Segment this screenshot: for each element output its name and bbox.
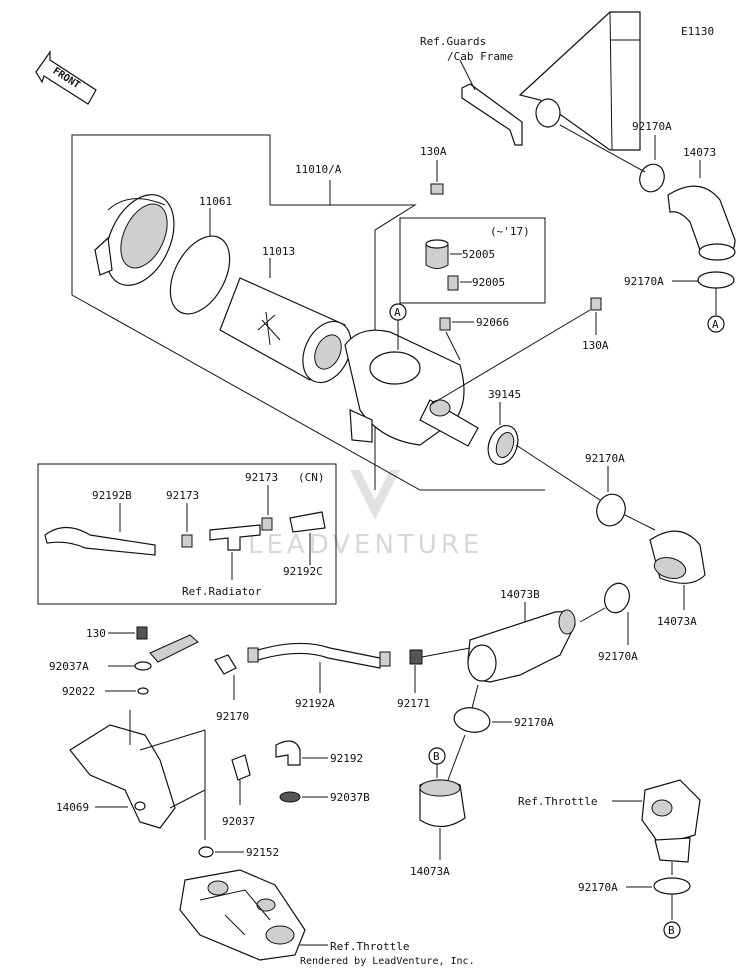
hose-92192c <box>289 511 326 533</box>
callout-14069: 14069 <box>56 801 89 814</box>
cab-frame-bracket <box>459 11 641 151</box>
callout-11061: 11061 <box>199 195 232 208</box>
tee-fitting <box>209 524 261 551</box>
clamp-92170a-2 <box>672 271 735 315</box>
rubber-sleeve-39145 <box>487 425 601 501</box>
clamp-92170a-1 <box>559 124 665 193</box>
throttle-body-right <box>612 779 701 875</box>
part-92005 <box>447 275 459 291</box>
callout-92037a: 92037A <box>49 660 89 673</box>
callout-92152: 92152 <box>246 846 279 859</box>
callout-92192: 92192 <box>330 752 363 765</box>
callout-92171: 92171 <box>397 697 430 710</box>
callout-92022: 92022 <box>62 685 95 698</box>
ref-cab-frame-label: /Cab Frame <box>447 50 513 63</box>
callout-92173-2: 92173 <box>245 471 278 484</box>
duct-14073b <box>467 609 576 683</box>
callout-130: 130 <box>86 627 106 640</box>
washer-92022 <box>105 687 149 695</box>
clamp-92170a-6 <box>626 877 691 920</box>
diagram-code: E1130 <box>681 25 714 38</box>
bolt-130a-right <box>429 297 602 406</box>
svg-text:B: B <box>433 750 440 763</box>
cn-label: (CN) <box>298 471 325 484</box>
clamp-92170 <box>214 654 237 700</box>
svg-text:A: A <box>394 306 401 319</box>
washer-92152 <box>198 846 244 858</box>
callout-14073: 14073 <box>683 146 716 159</box>
ref-radiator-label: Ref.Radiator <box>182 585 262 598</box>
svg-text:A: A <box>712 318 719 331</box>
callout-92170a-3: 92170A <box>585 452 625 465</box>
air-filter-element-11013 <box>219 277 352 384</box>
callout-92037b: 92037B <box>330 791 370 804</box>
duct-14073 <box>667 185 736 261</box>
callout-14073a-1: 14073A <box>657 615 697 628</box>
callout-39145: 39145 <box>488 388 521 401</box>
washer-92037a <box>108 661 152 671</box>
elbow-14073a-1 <box>649 530 706 584</box>
callout-92170: 92170 <box>216 710 249 723</box>
air-cleaner-cap <box>94 194 175 286</box>
callout-92173-1: 92173 <box>166 489 199 502</box>
callout-92192c: 92192C <box>283 565 323 578</box>
clamp-92037 <box>231 754 251 805</box>
callout-92192b: 92192B <box>92 489 132 502</box>
watermark-text: LEADVENTURE <box>248 530 483 560</box>
clamp-92170a-3 <box>596 493 656 531</box>
clip-92171 <box>409 647 471 693</box>
seal-ring-11061 <box>169 235 231 315</box>
boot-14073a-2 <box>419 779 466 828</box>
bolt-130a-top <box>430 160 444 195</box>
callout-52005: 52005 <box>462 248 495 261</box>
callout-14073b: 14073B <box>500 588 540 601</box>
ref-throttle-label-1: Ref.Throttle <box>330 940 409 953</box>
front-arrow-icon: FRONT <box>35 50 97 105</box>
callout-92170a-1: 92170A <box>632 120 672 133</box>
ref-throttle-label-2: Ref.Throttle <box>518 795 597 808</box>
connector-b-left: B <box>428 734 466 781</box>
callout-130a-right: 130A <box>582 339 609 352</box>
throttle-body-lower <box>179 869 328 961</box>
connector-b-right: B <box>663 921 681 939</box>
bracket-14069 <box>69 710 206 840</box>
part-92066 <box>439 317 474 361</box>
callout-92037: 92037 <box>222 815 255 828</box>
elbow-92192 <box>275 740 328 766</box>
callout-92066: 92066 <box>476 316 509 329</box>
callout-92192a: 92192A <box>295 697 335 710</box>
callout-11013: 11013 <box>262 245 295 258</box>
year-variant-label: (~'17) <box>490 225 530 238</box>
clip-92037b <box>279 791 328 803</box>
callout-14073a-2: 14073A <box>410 865 450 878</box>
clamp-92170a-near-14073b <box>579 582 630 645</box>
callout-92170a-2: 92170A <box>624 275 664 288</box>
radiator-hose-box: (CN) 92192B 92173 92173 92192C Ref.Radia… <box>37 463 337 605</box>
watermark: LEADVENTURE <box>248 470 483 560</box>
bolt-130 <box>108 626 199 663</box>
callout-92170a-4: 92170A <box>598 650 638 663</box>
callout-11010a: 11010/A <box>295 163 342 176</box>
callout-130a-top: 130A <box>420 145 447 158</box>
air-box-housing <box>344 329 479 447</box>
connector-a-top: A <box>389 303 407 350</box>
year-variant-box: (~'17) 52005 92005 <box>399 217 546 304</box>
callout-92170a-6: 92170A <box>578 881 618 894</box>
ref-guards-label: Ref.Guards <box>420 35 486 48</box>
clamp-92170a-5 <box>453 684 512 733</box>
hose-92192a <box>247 642 391 669</box>
svg-text:B: B <box>668 924 675 937</box>
connector-a-right: A <box>707 315 725 333</box>
hose-92192b <box>44 526 156 556</box>
callout-92005: 92005 <box>472 276 505 289</box>
footer-credit: Rendered by LeadVenture, Inc. <box>300 956 475 967</box>
callout-92170a-5: 92170A <box>514 716 554 729</box>
part-52005 <box>425 239 449 269</box>
